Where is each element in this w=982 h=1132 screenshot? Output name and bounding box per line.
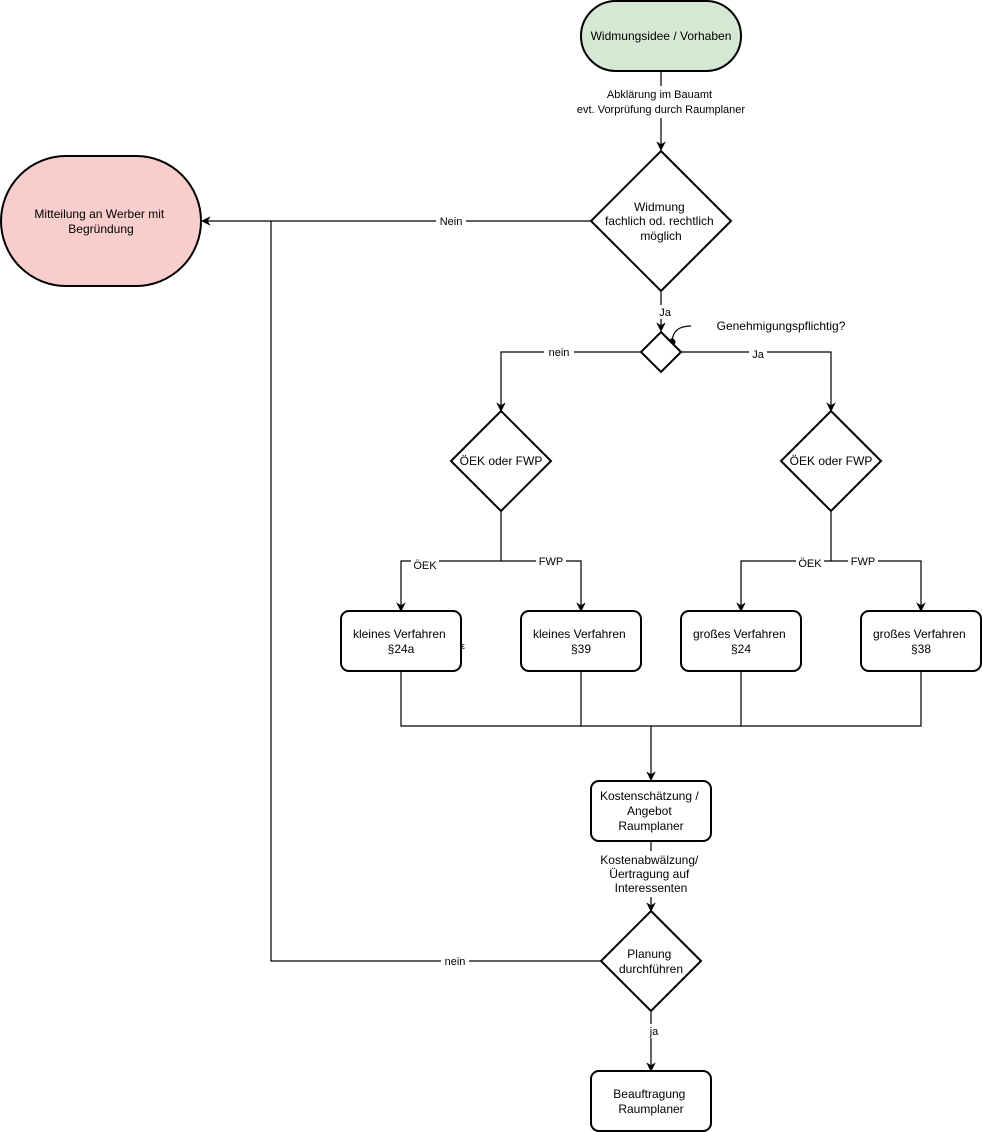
edge-approval-yes	[681, 351, 836, 412]
small-procedure-39-label: kleines Verfahren §39	[533, 627, 629, 656]
large-procedure-24-shape	[680, 610, 802, 672]
approval-no-label-bg	[544, 345, 574, 359]
commission-node: Beauftragung Raumplaner	[590, 1070, 712, 1132]
cost-transfer-label: Kostenabwälzung/ Üertragung auf Interess…	[600, 853, 701, 895]
notification-node-shape	[0, 155, 202, 287]
large-procedure-24-node: großes Verfahren §24	[680, 610, 802, 672]
yes-possible-label-bg	[656, 305, 674, 319]
large-procedure-24-label: großes Verfahren §24	[693, 627, 789, 656]
notification-node-label: Mitteilung an Werber mit Begründung	[34, 207, 167, 236]
clarification-label-bg	[568, 86, 754, 118]
notification-node: Mitteilung an Werber mit Begründung	[0, 155, 202, 287]
oek-fwp-right-shape	[779, 409, 883, 513]
oek-fwp-left-label: ÖEK oder FWP	[460, 454, 543, 468]
edge-left-oek	[396, 511, 502, 612]
commission-shape	[590, 1070, 712, 1132]
left-fwp-label-bg	[536, 554, 566, 568]
edge-planning-no-to-notification	[270, 221, 601, 962]
cost-estimate-label: Kostenschätzung / Angebot Raumplaner	[600, 789, 702, 833]
edge-right-fwp	[831, 560, 926, 612]
left-oek-label: ÖEK	[413, 560, 437, 572]
approval-no-label: nein	[549, 347, 570, 359]
planning-decision-shape	[599, 909, 703, 1013]
start-node-shape	[580, 0, 742, 72]
right-fwp-label-bg	[848, 554, 878, 568]
approval-decision-node	[639, 330, 683, 374]
approval-note-label: Genehmigungspflichtig?	[717, 319, 846, 333]
no-possible-label-bg	[436, 214, 466, 228]
cost-estimate-shape	[590, 780, 712, 842]
large-procedure-38-node: großes Verfahren §38	[860, 610, 982, 672]
approval-yes-label: Ja	[752, 349, 765, 361]
oek-fwp-left-shape	[449, 409, 553, 513]
small-procedure-24a-shape	[340, 610, 462, 672]
edge-left-fwp	[501, 560, 586, 612]
edge-right-oek	[736, 511, 832, 612]
start-node-label: Widmungsidee / Vorhaben	[591, 29, 732, 43]
cost-estimate-node: Kostenschätzung / Angebot Raumplaner	[590, 780, 712, 842]
right-fwp-label: FWP	[851, 556, 875, 568]
planning-yes-label-bg	[646, 1024, 662, 1038]
oek-fwp-left-node: ÖEK oder FWP	[449, 409, 553, 513]
planning-decision-label: Planung durchführen	[619, 947, 683, 976]
yes-possible-label: Ja	[659, 307, 672, 319]
oek-fwp-right-node: ÖEK oder FWP	[779, 409, 883, 513]
decision-possible-shape	[589, 149, 733, 293]
small-procedure-24a-label: kleines Verfahren §24a	[353, 627, 449, 656]
start-node: Widmungsidee / Vorhaben	[580, 0, 742, 72]
planning-yes-label: ja	[649, 1026, 659, 1038]
decision-possible-node: Widmung fachlich od. rechtlich möglich	[589, 149, 733, 293]
cost-transfer-label-bg	[598, 851, 704, 897]
edge-approval-no	[496, 351, 641, 412]
planning-no-label-bg	[441, 954, 469, 968]
planning-decision-node: Planung durchführen	[599, 909, 703, 1013]
stray-mark: ε	[461, 641, 465, 651]
large-procedure-38-label: großes Verfahren §38	[873, 627, 969, 656]
approval-yes-label-bg	[749, 347, 767, 361]
approval-decision-shape	[639, 330, 683, 374]
right-oek-label-bg	[796, 557, 824, 571]
small-procedure-24a-node: kleines Verfahren §24a	[340, 610, 462, 672]
oek-fwp-right-label: ÖEK oder FWP	[790, 454, 873, 468]
commission-label: Beauftragung Raumplaner	[613, 1087, 688, 1116]
right-oek-label: ÖEK	[798, 558, 822, 570]
small-procedure-39-shape	[520, 610, 642, 672]
large-procedure-38-shape	[860, 610, 982, 672]
clarification-label: Abklärung im Bauamt evt. Vorprüfung durc…	[577, 89, 745, 116]
no-possible-label: Nein	[440, 216, 463, 228]
left-oek-label-bg	[411, 559, 439, 573]
note-callout-line	[671, 325, 692, 342]
edge-procedures-merge	[400, 671, 922, 727]
small-procedure-39-node: kleines Verfahren §39	[520, 610, 642, 672]
planning-no-label: nein	[445, 956, 466, 968]
left-fwp-label: FWP	[539, 556, 563, 568]
decision-possible-label: Widmung fachlich od. rechtlich möglich	[605, 200, 717, 243]
